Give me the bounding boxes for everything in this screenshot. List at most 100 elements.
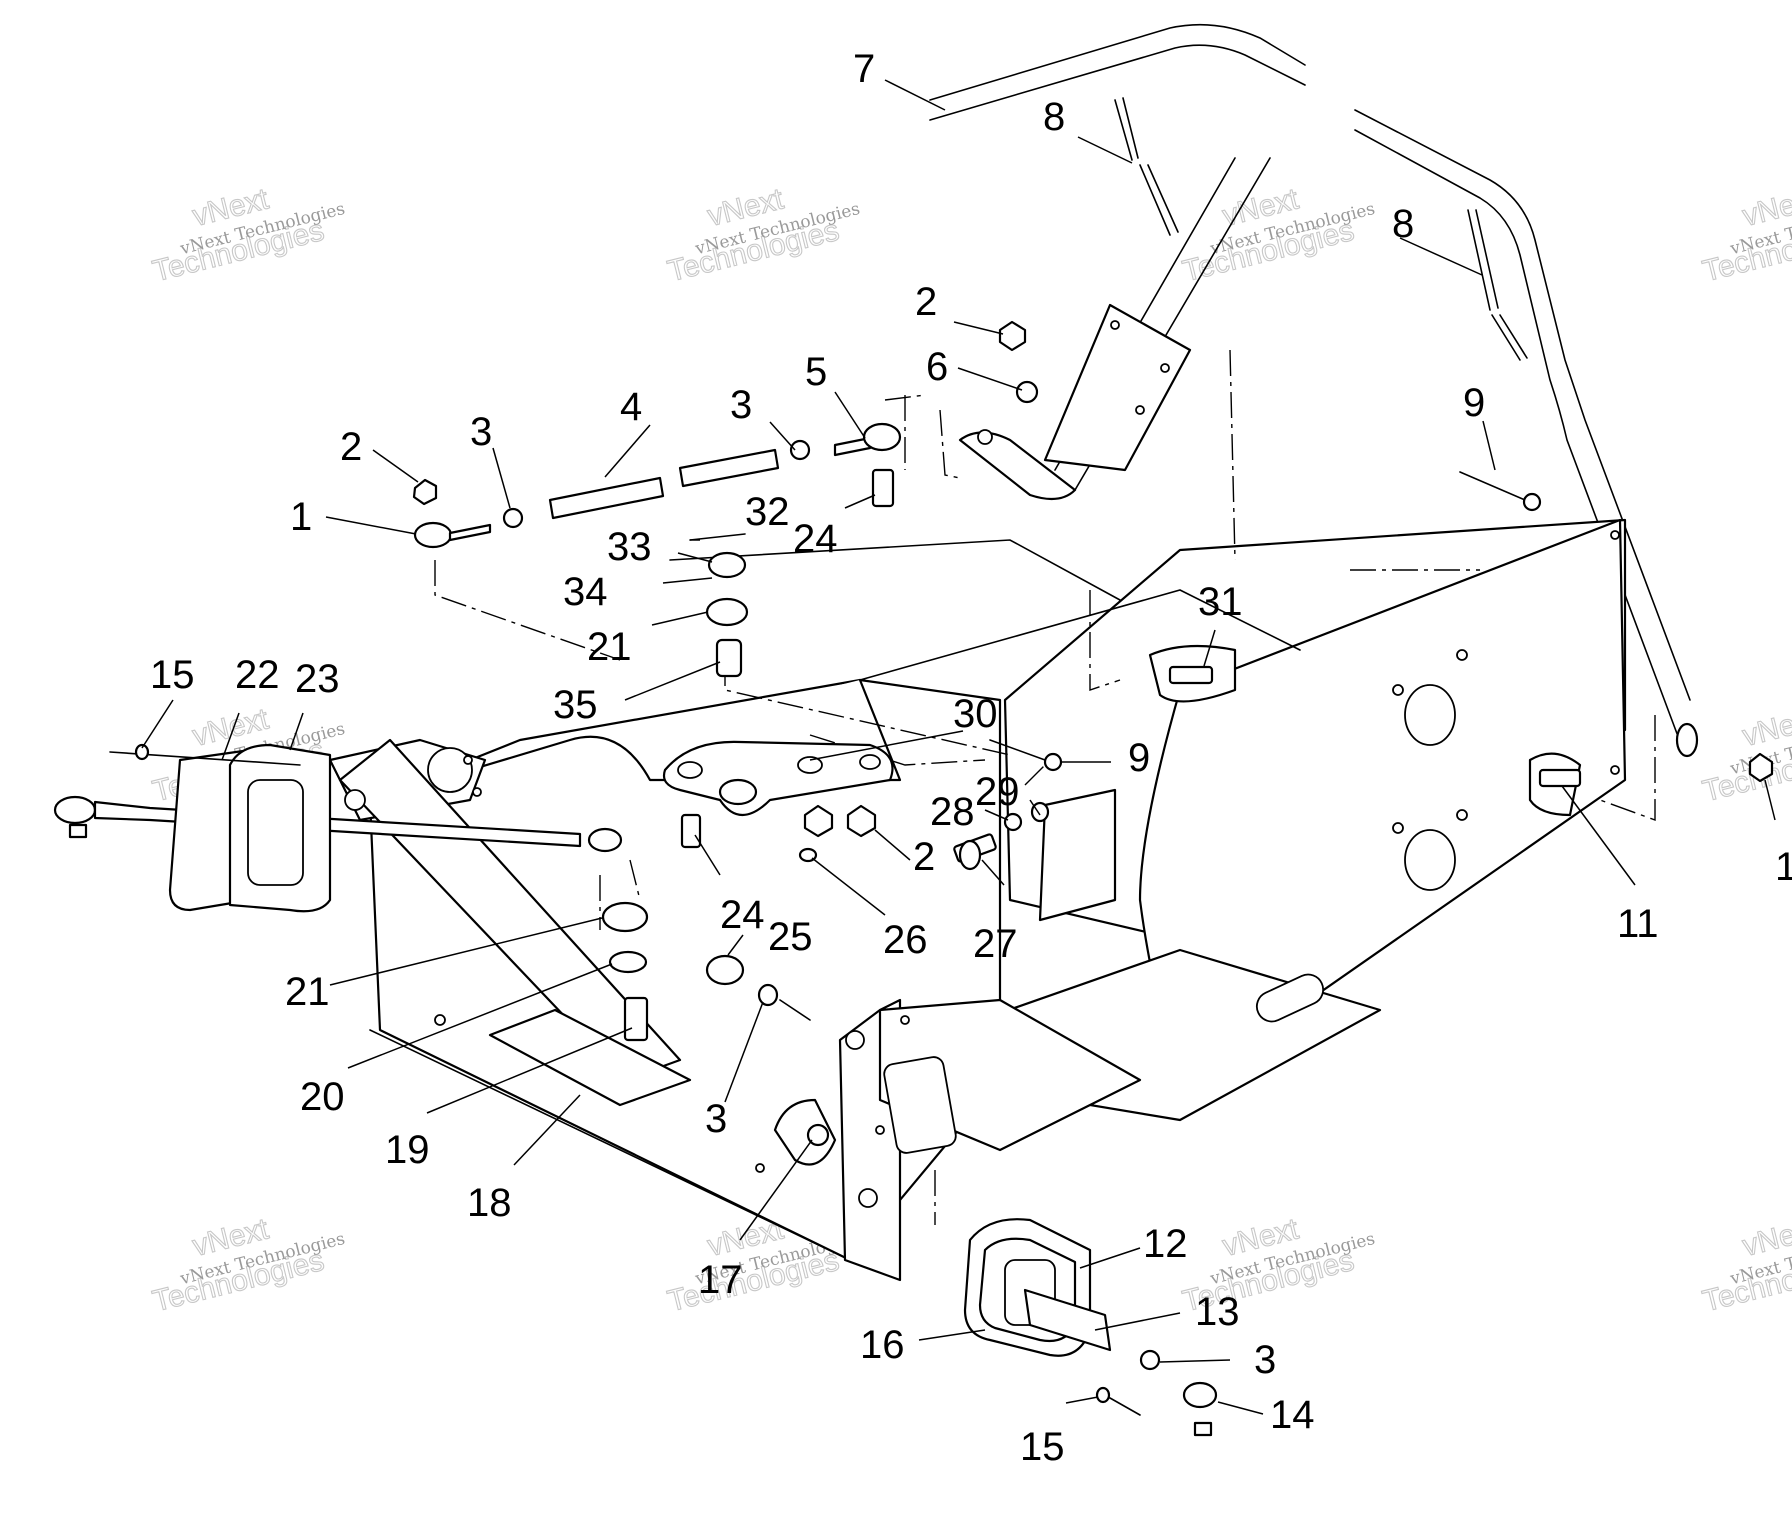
nut-2 (412, 478, 438, 506)
stud-19 (623, 996, 649, 1042)
bracket-17 (773, 1098, 837, 1166)
callout-20: 20 (300, 1075, 345, 1119)
callout-9: 9 (1463, 381, 1485, 425)
callout-21: 21 (587, 625, 632, 669)
tie-rod-assembly (412, 320, 1039, 549)
callout-15: 15 (150, 653, 195, 697)
tub-holes (1036, 530, 1620, 1109)
pivot-assembly (601, 533, 894, 1042)
slot-hole (1255, 973, 1325, 1023)
callout-33: 33 (607, 525, 652, 569)
nut-33 (707, 551, 747, 579)
callout-1: 1 (290, 495, 312, 539)
callout-2: 2 (915, 280, 937, 324)
callout-7: 7 (853, 47, 875, 91)
misc-hardware (705, 471, 1774, 1166)
watermark: vNext Technologies vNext Technologies (664, 182, 862, 289)
pin-15 (134, 743, 150, 761)
nut-2c (803, 804, 834, 838)
callout-28: 28 (930, 790, 975, 834)
callout-8: 8 (1043, 95, 1065, 139)
nut-3b (789, 439, 811, 461)
rod-end-left (53, 795, 97, 825)
watermark: vNe Technol vNext Tec (1699, 708, 1792, 809)
callout-18: 18 (467, 1181, 512, 1225)
washer-28 (1003, 812, 1023, 832)
callout-6: 6 (926, 345, 948, 389)
callout-31: 31 (1198, 580, 1243, 624)
callout-labels: 1 2 3 4 3 5 2 6 7 8 8 9 32 33 24 34 21 3… (150, 47, 1792, 1469)
callout-30: 30 (953, 692, 998, 736)
bushing-21 (705, 597, 749, 627)
rod-13 (1023, 1288, 1112, 1352)
nut-2d (846, 804, 877, 838)
bolt-11 (1538, 768, 1582, 788)
tube-4 (548, 476, 665, 520)
callout-29: 29 (975, 770, 1020, 814)
callout-25: 25 (768, 915, 813, 959)
callout-11: 11 (1617, 902, 1659, 946)
callout-34: 34 (563, 570, 608, 614)
callout-14: 14 (1270, 1393, 1315, 1437)
pin-9 (1522, 492, 1542, 512)
callout-17: 17 (698, 1258, 743, 1302)
callout-3: 3 (470, 410, 492, 454)
washer-6 (1015, 380, 1039, 404)
brake-pedal (488, 1008, 692, 1107)
callout-26: 26 (883, 918, 928, 962)
callout-16: 16 (860, 1323, 905, 1367)
callout-13: 13 (1195, 1290, 1240, 1334)
bolt-24b (680, 813, 702, 849)
nut-3d (1139, 1349, 1161, 1371)
rod-end-1 (413, 521, 453, 549)
callout-4: 4 (620, 385, 642, 429)
bolt-25 (705, 954, 745, 986)
steering-support (958, 303, 1192, 501)
callout-2: 2 (340, 425, 362, 469)
callout-8: 8 (1392, 202, 1414, 246)
pin-9b (1043, 752, 1063, 772)
cotter-pins (1114, 97, 1528, 361)
callout-24: 24 (720, 893, 765, 937)
callout-12: 12 (1143, 1222, 1188, 1266)
nut-2b (998, 320, 1027, 352)
callout-19: 19 (385, 1128, 430, 1172)
callout-23: 23 (295, 657, 340, 701)
nut-10 (1748, 752, 1774, 783)
drive-hole (1404, 684, 1456, 746)
callout-22: 22 (235, 653, 280, 697)
bolt-31 (1168, 665, 1214, 685)
watermark: vNe Technol vNext Tec (1699, 188, 1792, 289)
drive-hole (1404, 829, 1456, 891)
callout-3: 3 (730, 383, 752, 427)
callout-3: 3 (705, 1097, 727, 1141)
washer-20 (608, 950, 648, 974)
nut-3 (502, 507, 524, 529)
callout-27: 27 (973, 922, 1018, 966)
front-bracket (755, 998, 1142, 1282)
rod-end-14 (1182, 1381, 1218, 1409)
plate-29 (1038, 788, 1117, 922)
callout-32: 32 (745, 490, 790, 534)
nut-3c (757, 983, 779, 1007)
spacer-35 (715, 638, 743, 678)
pin-15b (1095, 1386, 1111, 1404)
callout-5: 5 (805, 350, 827, 394)
callout-21: 21 (285, 970, 330, 1014)
bolt-24 (871, 468, 895, 508)
callout-24: 24 (793, 517, 838, 561)
leader-lines (141, 79, 1776, 1415)
callout-15: 15 (1020, 1425, 1065, 1469)
callout-10: 1 (1775, 845, 1792, 889)
callout-3: 3 (1254, 1338, 1276, 1382)
brake-rod (53, 743, 623, 913)
bushing-21b (601, 901, 649, 933)
watermark: vNe Technol vNext Tec (1699, 1218, 1792, 1319)
watermark: vNext Technologies vNext Technologies (149, 1212, 347, 1319)
watermark: vNext Technologies vNext Technologies (1179, 182, 1377, 289)
callout-9: 9 (1128, 736, 1150, 780)
shift-mechanism (963, 1218, 1218, 1437)
watermark: vNext Technologies vNext Technologies (149, 182, 347, 289)
rod-end-5 (862, 422, 902, 452)
